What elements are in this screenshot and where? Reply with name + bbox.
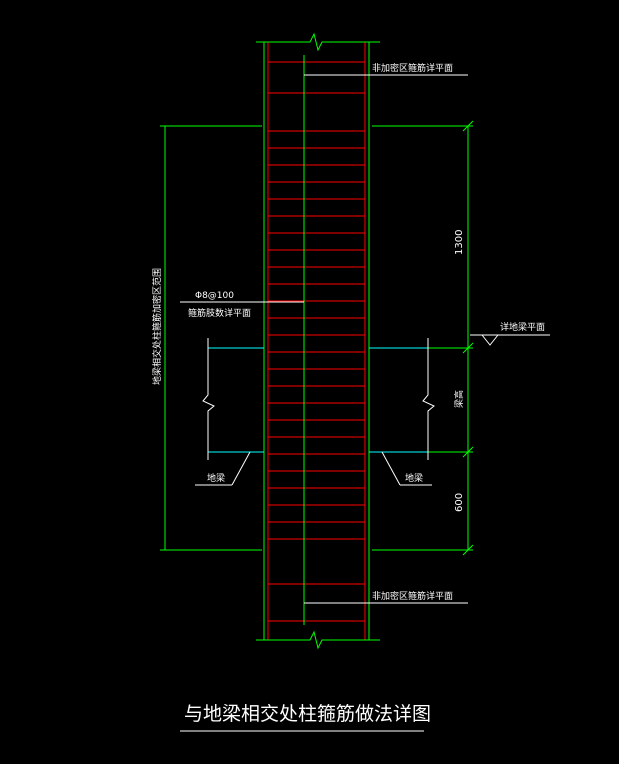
bottom-note: 非加密区箍筋详平面	[372, 590, 453, 602]
top-note: 非加密区箍筋详平面	[372, 62, 453, 74]
column-boundary	[263, 42, 370, 640]
break-line-bottom	[256, 630, 380, 650]
ground-beam	[208, 347, 428, 453]
drawing-title: 与地梁相交处柱箍筋做法详图	[184, 703, 431, 725]
left-zone-label: 地梁相交处柱箍筋加密区范围	[151, 268, 163, 385]
beam-break-lines	[202, 338, 435, 460]
beam-leaders	[195, 451, 432, 486]
beam-top-ref: 详地梁平面	[500, 321, 545, 333]
column-outline	[267, 42, 366, 640]
beam-left-label: 地梁	[207, 472, 225, 484]
dim-top: 1300	[454, 230, 465, 255]
level-symbol	[470, 334, 550, 346]
beam-right-label: 地梁	[405, 472, 423, 484]
break-line-top	[256, 32, 380, 52]
stirrup-note: 箍筋肢数详平面	[188, 307, 251, 319]
left-zone-dimension	[160, 125, 262, 551]
dim-bottom: 600	[454, 493, 465, 512]
stirrup-spec: Φ8@100	[195, 291, 234, 301]
right-dimension	[372, 120, 474, 556]
beam-depth-label: 梁高	[453, 390, 465, 408]
stirrup-lines	[268, 61, 365, 622]
